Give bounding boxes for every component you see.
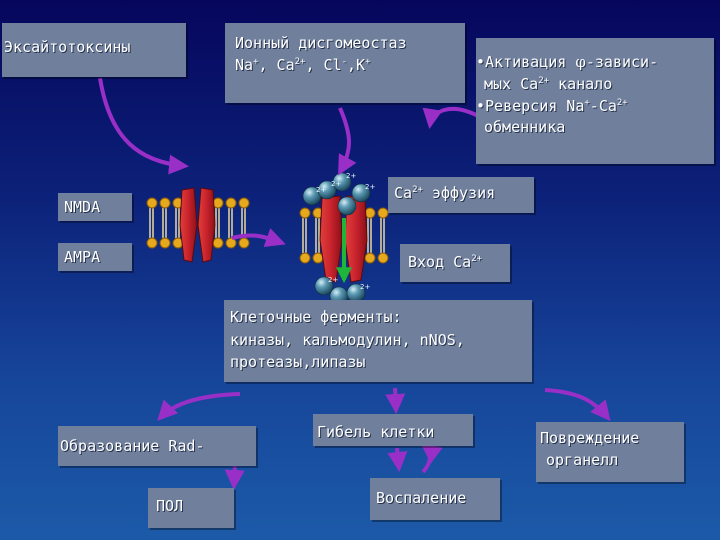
box-nmda: NMDA	[58, 193, 132, 221]
arrow-to-rad	[157, 392, 241, 421]
lpo-label: ПОЛ	[156, 497, 184, 515]
activation-line-2: мых Ca2+ канало	[484, 74, 613, 93]
arrow-death-to-inflammation	[387, 447, 408, 472]
arrow-activation-to-ion	[422, 106, 483, 129]
enzymes-list-1: киназы, кальмодулин, nNOS,	[230, 330, 465, 349]
svg-text:2+: 2+	[346, 172, 356, 180]
box-cell-enzymes: Клеточные ферменты: киназы, кальмодулин,…	[224, 300, 532, 382]
svg-text:2+: 2+	[316, 186, 326, 194]
nmda-label: NMDA	[64, 198, 101, 216]
ca-entry-label: Вход Ca2+	[408, 253, 483, 271]
arrow-ion-to-calcium-channel	[338, 107, 357, 176]
right-membrane: 2+ 2+ 2+ 2+ 2+ 2+	[299, 172, 389, 306]
arrow-excitotoxins-to-receptor	[98, 77, 189, 175]
svg-text:2+: 2+	[365, 183, 375, 191]
flow-arrows	[98, 77, 611, 490]
rad-formation-label: Образование Rad-	[60, 437, 205, 455]
excitotoxins-label: Эксайтотоксины	[4, 38, 131, 56]
arrow-to-cell-death	[385, 387, 406, 414]
receptor-channel	[179, 187, 216, 263]
box-ion-dyshomeostasis: Ионный дисгомеостаз Na+, Ca2+, Cl-,K+	[225, 23, 465, 103]
ion-list: Na+, Ca2+, Cl-,K+	[235, 55, 371, 74]
enzymes-title: Клеточные ферменты:	[230, 308, 402, 326]
box-activation: •Активация φ-зависи- мых Ca2+ канало •Ре…	[476, 38, 714, 164]
arrow-rad-to-lpo	[224, 463, 245, 490]
box-ca-entry: Вход Ca2+	[400, 244, 510, 282]
box-ca-efflux: Ca2+ эффузия	[388, 177, 534, 213]
box-cell-death: Гибель клетки	[313, 414, 473, 446]
activation-line-3: •Реверсия Na+-Ca2+	[476, 96, 628, 115]
inflammation-label: Воспаление	[376, 489, 467, 507]
box-rad-formation: Образование Rad-	[58, 426, 256, 466]
organelle-damage-line-2: органелл	[546, 450, 619, 469]
svg-text:2+: 2+	[331, 180, 341, 188]
box-inflammation: Воспаление	[370, 478, 500, 520]
svg-text:2+: 2+	[360, 283, 370, 291]
enzymes-list-2: протеазы,липазы	[230, 353, 366, 371]
left-membrane	[146, 187, 250, 263]
organelle-damage-line-1: Повреждение	[540, 429, 640, 447]
ion-title: Ионный дисгомеостаз	[235, 34, 407, 52]
box-lpo: ПОЛ	[148, 488, 234, 528]
activation-line-1: •Активация φ-зависи-	[476, 53, 659, 71]
arrow-inflammation-to-death	[420, 443, 443, 474]
box-ampa: AMPA	[58, 243, 132, 271]
arrow-receptor-to-channel	[231, 228, 286, 248]
ampa-label: AMPA	[64, 248, 101, 266]
cell-death-label: Гибель клетки	[317, 423, 435, 441]
activation-line-4: обменника	[484, 118, 566, 137]
arrow-to-organelles	[544, 388, 611, 422]
box-organelle-damage: Повреждение органелл	[536, 422, 684, 482]
ca-efflux-label: Ca2+ эффузия	[394, 184, 496, 202]
svg-text:2+: 2+	[328, 276, 338, 284]
box-excitotoxins: Эксайтотоксины	[2, 23, 186, 77]
